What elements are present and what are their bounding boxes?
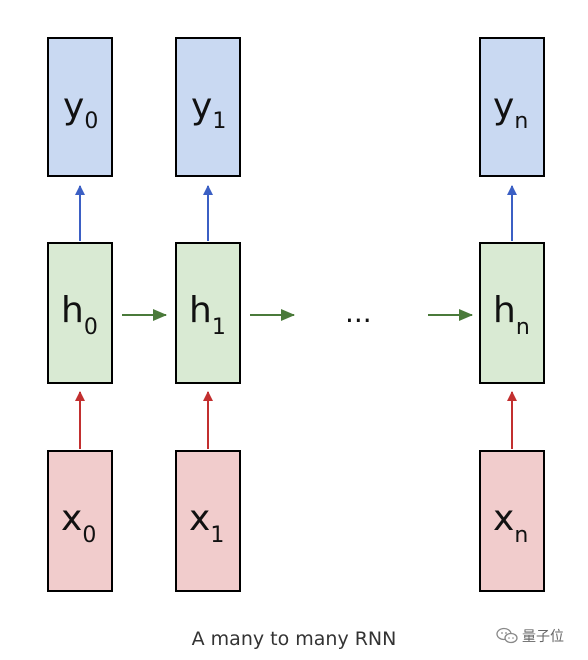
- input-label-1: x1: [189, 498, 224, 548]
- column-0: y0 h0 x0: [47, 37, 113, 592]
- output-box-1: [175, 37, 241, 177]
- caption: A many to many RNN: [191, 628, 397, 650]
- input-box-0: [47, 450, 113, 592]
- watermark-text: 量子位: [522, 629, 564, 645]
- hidden-box-1: [175, 242, 241, 384]
- hidden-box-0: [47, 242, 113, 384]
- output-box-n: [479, 37, 545, 177]
- watermark: 量子位: [496, 626, 564, 646]
- column-n: yn hn xn: [479, 37, 545, 592]
- input-label-0: x0: [61, 498, 96, 548]
- input-box-n: [479, 450, 545, 592]
- output-box-0: [47, 37, 113, 177]
- hidden-label-0: h0: [61, 290, 98, 340]
- input-box-1: [175, 450, 241, 592]
- wechat-icon: [496, 627, 518, 644]
- hidden-label-1: h1: [189, 290, 226, 340]
- column-1: y1 h1 x1: [175, 37, 241, 592]
- input-label-n: xn: [493, 498, 528, 548]
- output-label-0: y0: [63, 86, 98, 134]
- output-label-n: yn: [493, 86, 528, 134]
- hidden-box-n: [479, 242, 545, 384]
- ellipsis: ...: [345, 296, 372, 329]
- hidden-label-n: hn: [493, 290, 530, 340]
- output-label-1: y1: [191, 86, 226, 134]
